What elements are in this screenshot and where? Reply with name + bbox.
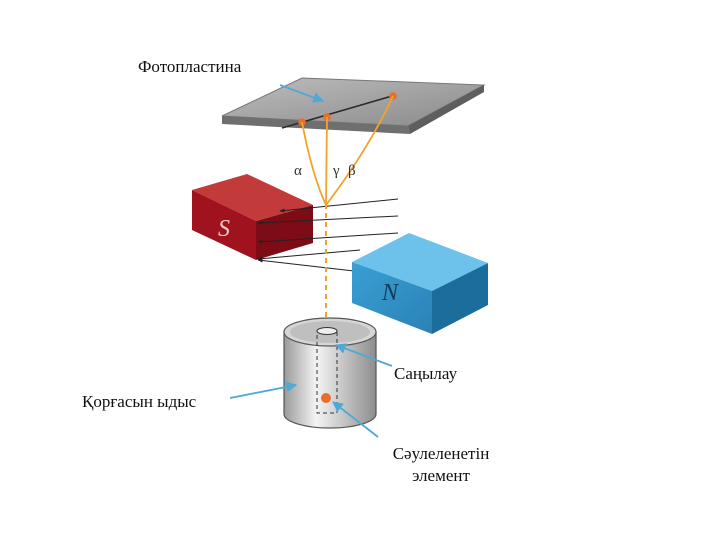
beta-symbol: β bbox=[348, 163, 356, 179]
radioactive-source-dot bbox=[321, 393, 331, 403]
north-magnet: N bbox=[352, 233, 488, 334]
photoplate-label: Фотопластина bbox=[138, 57, 242, 76]
container-pointer-arrow bbox=[229, 381, 298, 399]
radiating-element-label: Сәулеленетін элемент bbox=[374, 443, 508, 487]
beta-ray bbox=[325, 95, 394, 206]
radiating-element-label-line2: элемент bbox=[412, 466, 470, 485]
slit-pointer-arrow bbox=[334, 343, 393, 367]
photoplate bbox=[221, 77, 486, 134]
alpha-ray bbox=[301, 121, 327, 206]
south-magnet-letter: S bbox=[218, 216, 230, 242]
slit-label: Саңылау bbox=[394, 364, 458, 383]
south-magnet: S bbox=[192, 174, 313, 260]
gamma-ray bbox=[325, 116, 328, 206]
radiating-element-label-line1: Сәулеленетін bbox=[392, 444, 490, 463]
lead-container bbox=[283, 317, 377, 429]
gamma-symbol: γ bbox=[332, 163, 340, 179]
alpha-symbol: α bbox=[294, 163, 302, 179]
radiation-rays bbox=[301, 95, 394, 398]
magnetic-field-lines bbox=[257, 198, 399, 272]
slit-channel bbox=[316, 327, 338, 414]
photoplate-pointer-arrow bbox=[279, 84, 325, 103]
element-pointer-arrow bbox=[332, 401, 379, 438]
lead-container-label: Қорғасын ыдыс bbox=[82, 392, 197, 411]
north-magnet-letter: N bbox=[381, 280, 400, 306]
